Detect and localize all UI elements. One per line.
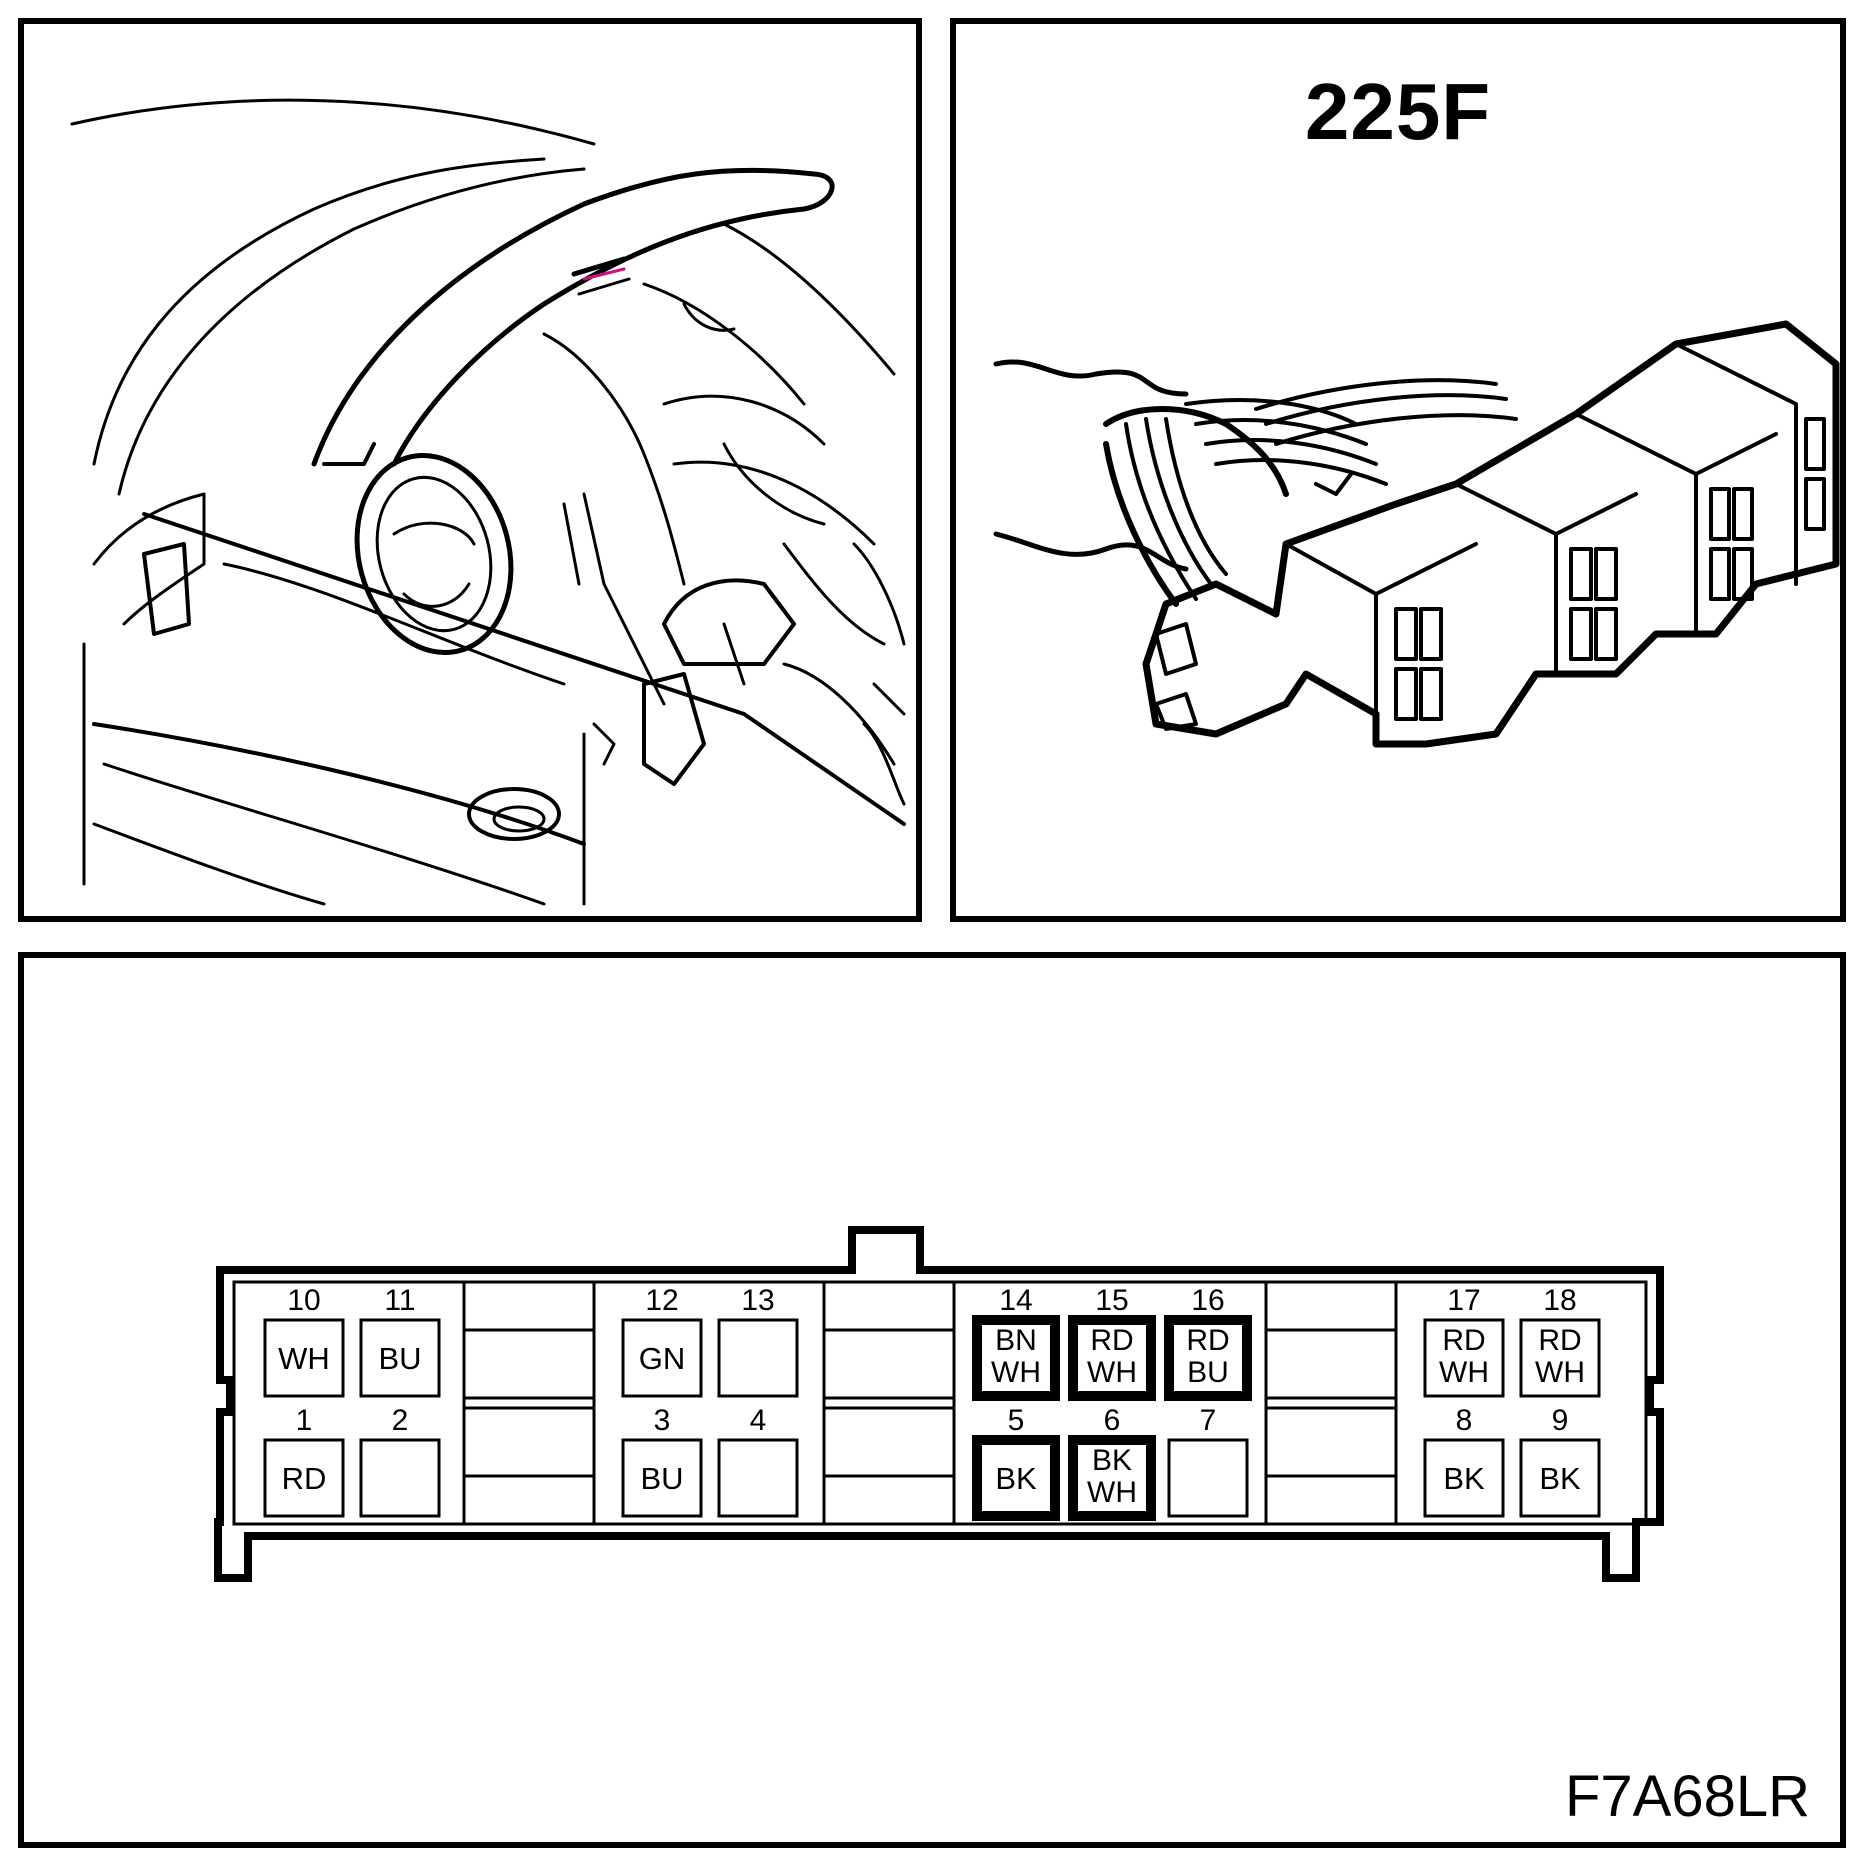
pin-cavity: [621, 1318, 703, 1398]
wire-color-code: WH: [1439, 1356, 1489, 1389]
pin-cavity: [263, 1318, 345, 1398]
wire-color-code: WH: [278, 1341, 330, 1376]
pin-cavity: [621, 1438, 703, 1518]
pin-cavity: [972, 1435, 1060, 1521]
pin-number: 8: [1456, 1404, 1473, 1437]
wire-color-code: BU: [1187, 1356, 1229, 1389]
pin-number: 17: [1447, 1284, 1480, 1317]
pin-cavity: [972, 1315, 1060, 1401]
pin-cavity: [359, 1318, 441, 1398]
connector-perspective-illustration: [993, 320, 1840, 748]
wire-color-code: BK: [1539, 1461, 1581, 1496]
pin-number: 2: [392, 1404, 409, 1437]
wire-color-code: GN: [639, 1341, 686, 1376]
pin-number: 1: [296, 1404, 313, 1437]
pin-number: 16: [1191, 1284, 1224, 1317]
pin-number: 7: [1200, 1404, 1217, 1437]
diagram-code: F7A68LR: [1564, 1764, 1810, 1829]
wire-color-code: BK: [995, 1461, 1037, 1496]
wire-color-code: RD: [1090, 1324, 1133, 1357]
pin-cavity: [717, 1438, 799, 1518]
vehicle-interior-illustration: [70, 98, 906, 906]
pin-cavity: [1423, 1438, 1505, 1518]
pin-5: 5BK: [972, 1404, 1060, 1521]
wire-color-code: RD: [1538, 1324, 1581, 1357]
pin-cavity: [1068, 1435, 1156, 1521]
pin-cavity: [359, 1438, 441, 1518]
pin-cavity: [717, 1318, 799, 1398]
pin-cavity: [1167, 1438, 1249, 1518]
pin-number: 4: [750, 1404, 767, 1437]
pin-number: 5: [1008, 1404, 1025, 1437]
pin-number: 13: [741, 1284, 774, 1317]
pin-cavity: [1068, 1315, 1156, 1401]
pin-8: 8BK: [1423, 1404, 1505, 1518]
pin-number: 11: [384, 1284, 415, 1317]
pin-number: 18: [1543, 1284, 1576, 1317]
vehicle-location-panel: [18, 18, 922, 922]
pin-number: 15: [1095, 1284, 1128, 1317]
pin-4: 4: [717, 1404, 799, 1518]
pin-number: 10: [287, 1284, 320, 1317]
pin-7: 7: [1167, 1404, 1249, 1518]
pin-9: 9BK: [1519, 1404, 1601, 1518]
wire-color-code: RD: [1442, 1324, 1485, 1357]
connector-view-panel: 225F: [950, 18, 1846, 922]
pin-2: 2: [359, 1404, 441, 1518]
pin-cavity: [1423, 1318, 1505, 1398]
pin-number: 12: [645, 1284, 678, 1317]
wire-color-code: RD: [282, 1461, 327, 1496]
wire-color-code: WH: [1535, 1356, 1585, 1389]
wire-color-code: BU: [640, 1461, 683, 1496]
pin-cavity: [1519, 1318, 1601, 1398]
wire-color-code: BK: [1443, 1461, 1485, 1496]
pin-cavity: [1519, 1438, 1601, 1518]
pin-number: 14: [999, 1284, 1032, 1317]
wire-color-code: WH: [1087, 1356, 1137, 1389]
wire-color-code: RD: [1186, 1324, 1229, 1357]
pin-3: 3BU: [621, 1404, 703, 1518]
pin-number: 3: [654, 1404, 671, 1437]
wire-color-code: BK: [1092, 1444, 1132, 1477]
pin-13: 13: [717, 1284, 799, 1398]
pin-1: 1RD: [263, 1404, 345, 1518]
wire-color-code: BU: [378, 1341, 421, 1376]
pin-cavity: [1164, 1315, 1252, 1401]
wire-color-code: WH: [1087, 1476, 1137, 1509]
pin-number: 9: [1552, 1404, 1569, 1437]
connector-title: 225F: [1304, 67, 1492, 156]
pin-cavity: [263, 1438, 345, 1518]
wire-color-code: BN: [995, 1324, 1037, 1357]
wire-color-code: WH: [991, 1356, 1041, 1389]
pin-number: 6: [1104, 1404, 1121, 1437]
